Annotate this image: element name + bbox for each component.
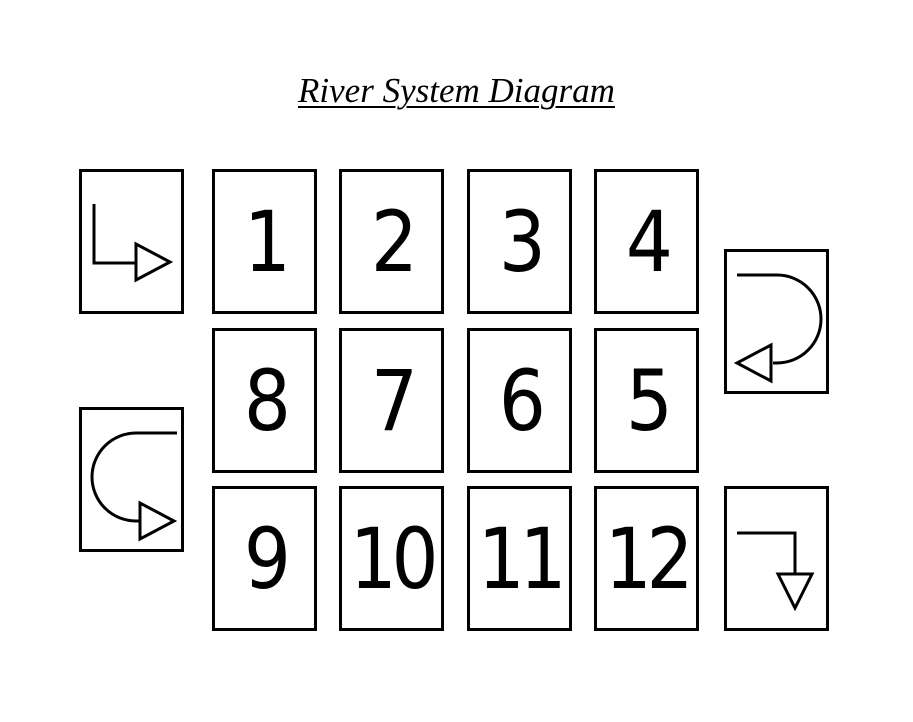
- diagram-title: River System Diagram: [298, 71, 615, 110]
- number-card-9: 9: [212, 486, 317, 631]
- number-card-10: 10: [339, 486, 444, 631]
- number-card-4: 4: [594, 169, 699, 314]
- number-card-12: 12: [594, 486, 699, 631]
- number-card-3: 3: [467, 169, 572, 314]
- end-arrow-card: [724, 486, 829, 631]
- u-turn-right-arrow-icon: [90, 431, 178, 542]
- number-card-5: 5: [594, 328, 699, 473]
- number-card-2: 2: [339, 169, 444, 314]
- turn-left-arrow-card: [724, 249, 829, 394]
- number-card-8: 8: [212, 328, 317, 473]
- u-turn-left-arrow-icon: [733, 273, 823, 384]
- number-card-11: 11: [467, 486, 572, 631]
- elbow-right-arrow-icon: [92, 204, 174, 283]
- number-card-6: 6: [467, 328, 572, 473]
- start-arrow-card: [79, 169, 184, 314]
- number-card-1: 1: [212, 169, 317, 314]
- turn-right-arrow-card: [79, 407, 184, 552]
- elbow-down-arrow-icon: [737, 531, 815, 612]
- number-card-7: 7: [339, 328, 444, 473]
